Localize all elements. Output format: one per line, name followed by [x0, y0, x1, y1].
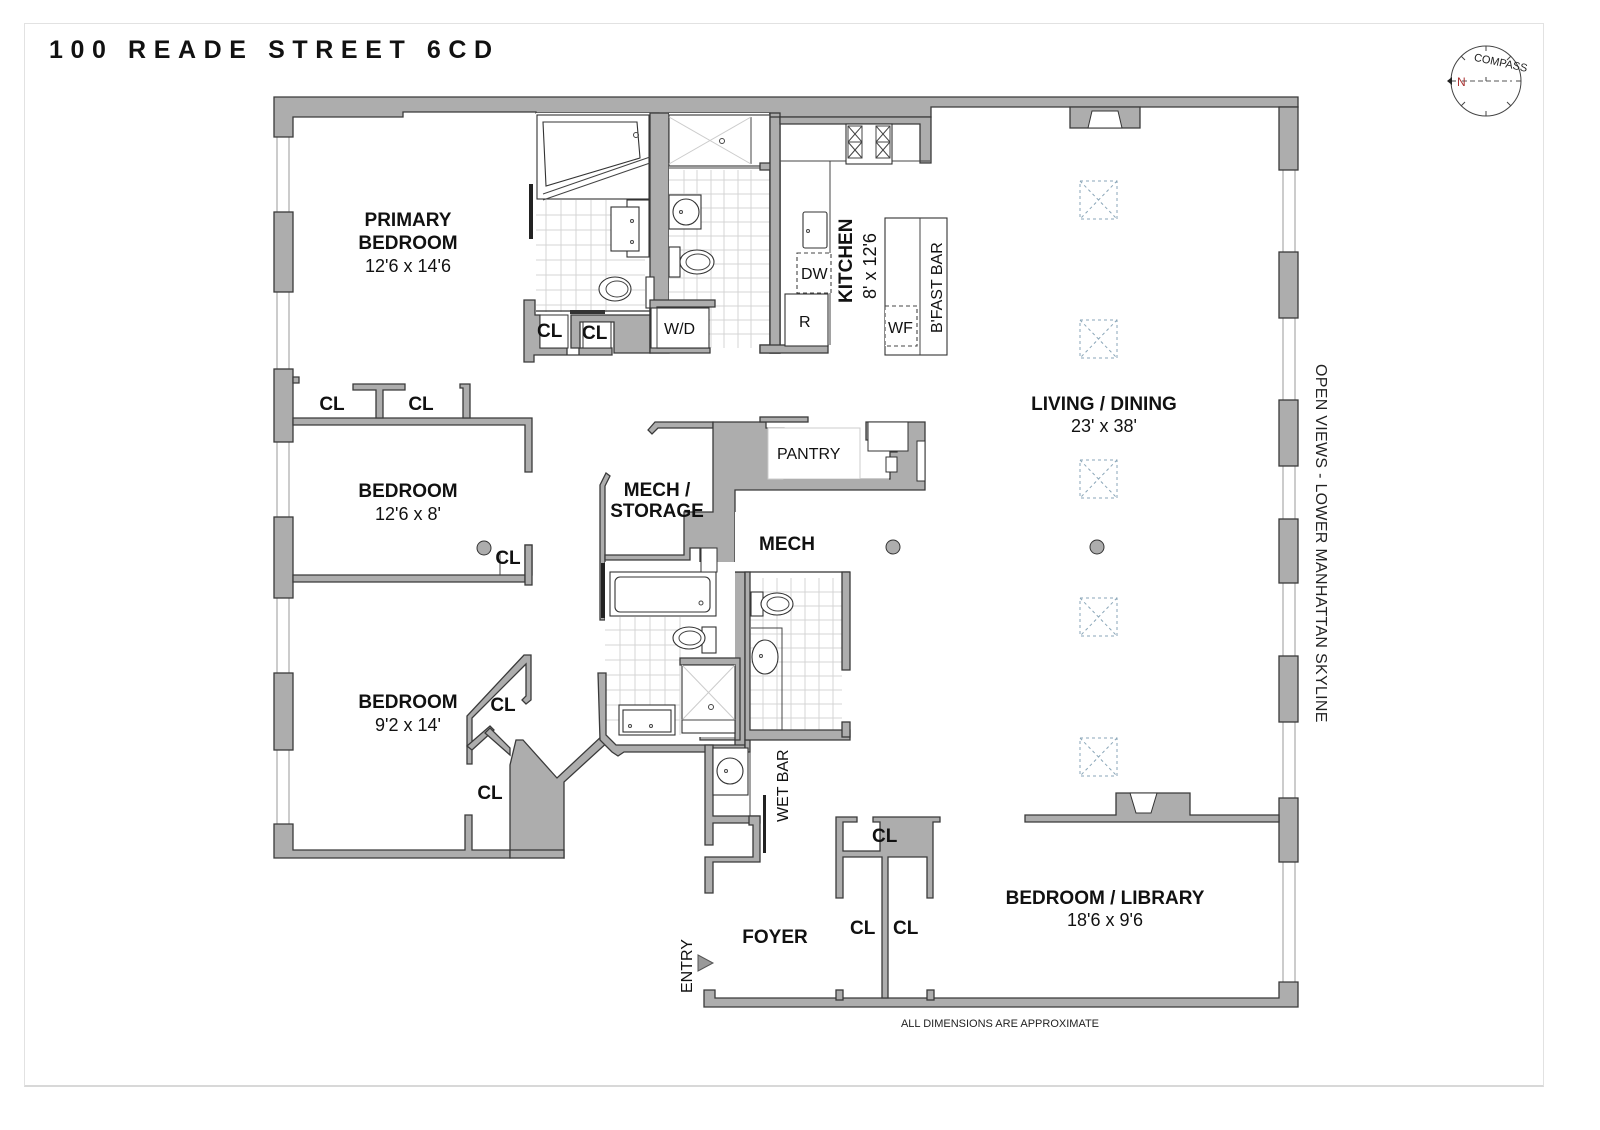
- living-dining-name: LIVING / DINING: [1031, 394, 1177, 415]
- refrigerator-label: R: [799, 314, 811, 331]
- primary-bath: [529, 112, 670, 354]
- compass-north-label: N: [1457, 75, 1466, 89]
- primary-closets: CL CL: [523, 299, 651, 363]
- foyer-closets: CL CL CL: [835, 816, 941, 1001]
- primary-bedroom-name-1: PRIMARY: [365, 210, 452, 231]
- closet-label: CL: [490, 695, 516, 716]
- dimensions-disclaimer: ALL DIMENSIONS ARE APPROXIMATE: [901, 1018, 1099, 1030]
- column-icon: [1089, 539, 1105, 555]
- fireplace-bottom: [1024, 792, 1280, 823]
- closet-label: CL: [319, 394, 345, 415]
- closet-label: CL: [495, 548, 521, 569]
- entry-label: ENTRY: [679, 939, 696, 993]
- central-core: PANTRY: [597, 416, 926, 894]
- bedroom-2-dims: 12'6 x 8': [375, 504, 441, 524]
- mech-storage-name-2: STORAGE: [610, 501, 704, 522]
- kitchen-name: KITCHEN: [836, 219, 857, 303]
- wine-fridge-label: WF: [888, 320, 913, 337]
- wet-bar-label: WET BAR: [775, 749, 792, 822]
- foyer-name: FOYER: [742, 927, 808, 948]
- fireplace-top: [1069, 106, 1141, 129]
- living-dining-dims: 23' x 38': [1071, 416, 1137, 436]
- closet-label: CL: [477, 783, 503, 804]
- entry-marker: ENTRY: [679, 939, 715, 993]
- kitchen-dims: 8' x 12'6: [860, 233, 880, 299]
- bedroom-3-name: BEDROOM: [358, 692, 457, 713]
- bedroom-library-dims: 18'6 x 9'6: [1067, 910, 1143, 930]
- exterior-walls: [273, 96, 1299, 1008]
- bedroom-2-name: BEDROOM: [358, 481, 457, 502]
- closet-label: CL: [537, 321, 563, 342]
- closet-label: CL: [582, 323, 608, 344]
- kitchen: DW R WF B'FAST BAR KITCHEN 8' x 12'6: [759, 116, 948, 356]
- bedroom-3-dims: 9'2 x 14': [375, 715, 441, 735]
- dishwasher-label: DW: [801, 266, 829, 283]
- compass-icon: N COMPASS: [1447, 45, 1528, 117]
- mech-storage-name-1: MECH /: [624, 480, 691, 501]
- primary-bedroom-name-2: BEDROOM: [358, 233, 457, 254]
- views-note: OPEN VIEWS - LOWER MANHATTAN SKYLINE: [1312, 364, 1329, 723]
- closet-label: CL: [893, 918, 919, 939]
- page-title: 100 READE STREET 6CD: [49, 36, 500, 64]
- windows-right: [1282, 169, 1296, 983]
- primary-bedroom-dims: 12'6 x 14'6: [365, 256, 451, 276]
- mech-name: MECH: [759, 534, 815, 555]
- ceiling-fixtures: [1079, 180, 1118, 777]
- bedroom-walls: [292, 376, 533, 765]
- closet-label: CL: [872, 826, 898, 847]
- closet-label: CL: [408, 394, 434, 415]
- room-labels: PRIMARY BEDROOM 12'6 x 14'6 CL CL BEDROO…: [319, 210, 1204, 948]
- closet-label: CL: [850, 918, 876, 939]
- breakfast-bar-label: B'FAST BAR: [929, 242, 946, 333]
- bedroom-library-name: BEDROOM / LIBRARY: [1006, 888, 1205, 909]
- entry-arrow-icon: [697, 954, 715, 972]
- second-bath: W/D: [649, 112, 781, 354]
- pantry-label: PANTRY: [777, 446, 841, 463]
- washer-dryer-label: W/D: [664, 321, 695, 338]
